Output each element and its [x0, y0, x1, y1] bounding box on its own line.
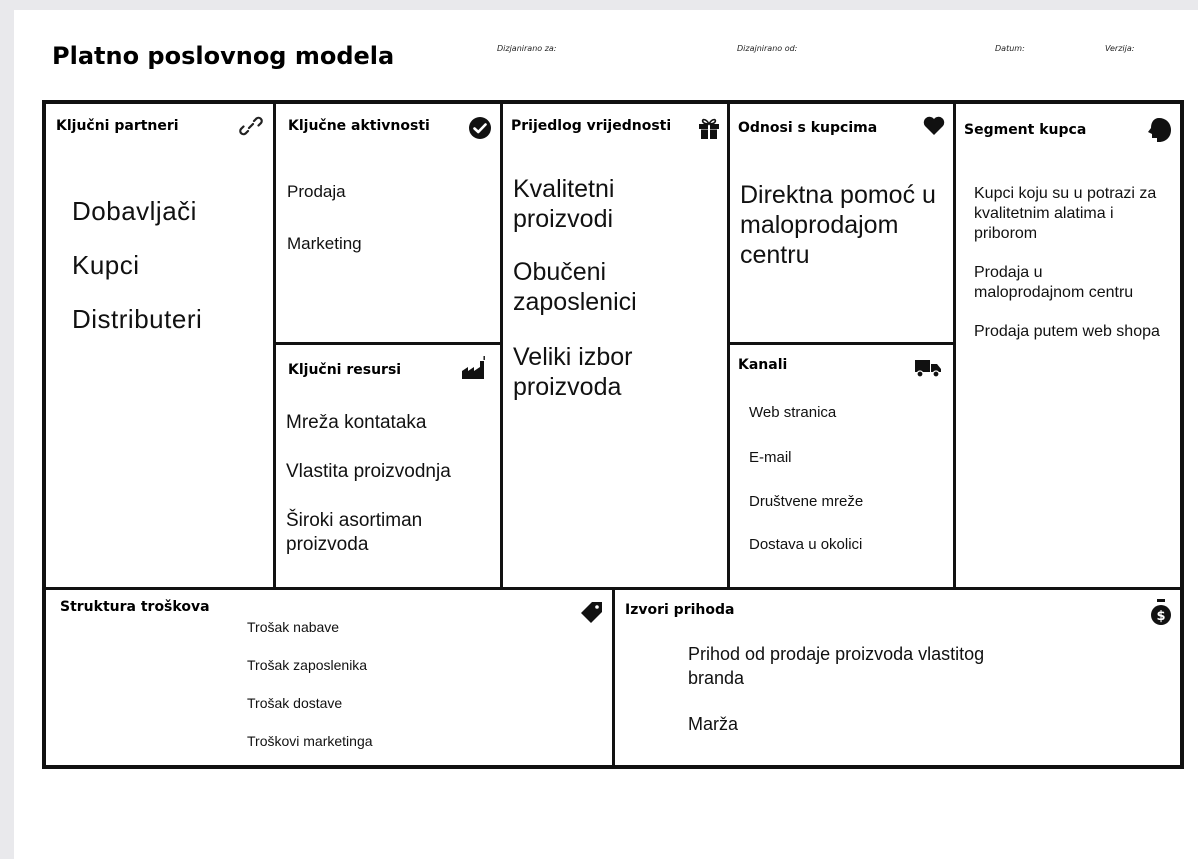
list-item: Vlastita proizvodnja	[286, 461, 451, 482]
list-item: Trošak zaposlenika	[247, 657, 368, 673]
list-item: Troškovi marketinga	[247, 733, 373, 749]
key-partners-header: Ključni partneri	[56, 118, 179, 134]
key-partners-block[interactable]: Ključni partneri Dobavljači Kupci Distri…	[46, 104, 273, 587]
version-field[interactable]: Verzija:	[1102, 42, 1162, 82]
value-proposition-list: Kvalitetni proizvodi Obučeni zaposlenici…	[513, 174, 693, 402]
heart-icon	[922, 114, 946, 138]
customer-relationships-list: Direktna pomoć u maloprodajom centru	[740, 180, 950, 270]
list-item: Kvalitetni proizvodi	[513, 175, 615, 233]
list-item: Obučeni zaposlenici	[513, 258, 637, 316]
list-item: Trošak dostave	[247, 695, 343, 711]
list-item: Marketing	[287, 234, 362, 253]
key-activities-block[interactable]: Ključne aktivnosti Prodaja Marketing	[276, 104, 500, 342]
list-item: Veliki izbor proizvoda	[513, 343, 633, 401]
divider	[273, 104, 276, 587]
list-item: Trošak nabave	[247, 619, 340, 635]
page-title: Platno poslovnog modela	[52, 42, 395, 70]
list-item: Prihod od prodaje proizvoda vlastitog br…	[688, 644, 985, 688]
check-circle-icon	[468, 116, 492, 140]
key-activities-list: Prodaja Marketing	[287, 182, 362, 254]
face-icon	[1146, 116, 1172, 144]
channels-list: Web stranica E-mail Društvene mreže Dost…	[749, 404, 863, 553]
divider	[612, 587, 615, 769]
customer-segments-list: Kupci koju su u potrazi za kvalitetnim a…	[974, 184, 1170, 342]
channels-header: Kanali	[738, 357, 788, 373]
list-item: Društvene mreže	[749, 493, 864, 510]
revenue-streams-header: Izvori prihoda	[625, 602, 735, 618]
list-item: Kupci koju su u potrazi za kvalitetnim a…	[974, 185, 1157, 242]
revenue-streams-block[interactable]: Izvori prihoda $ Prihod od prodaje proiz…	[615, 590, 1180, 769]
key-partners-list: Dobavljači Kupci Distributeri	[72, 196, 202, 335]
factory-icon	[460, 355, 488, 383]
version-label: Verzija:	[1105, 44, 1135, 53]
list-item: Prodaja u maloprodajnom centru	[974, 264, 1134, 301]
divider	[500, 104, 503, 587]
designed-by-label: Dizajnirano od:	[737, 44, 798, 53]
business-model-canvas: Ključni partneri Dobavljači Kupci Distri…	[42, 100, 1184, 769]
value-proposition-header: Prijedlog vrijednosti	[511, 118, 672, 134]
designed-by-field[interactable]: Dizajnirano od:	[734, 42, 984, 82]
designed-for-label: Dizjanirano za:	[497, 44, 557, 53]
list-item: Web stranica	[749, 404, 837, 421]
divider	[273, 342, 503, 345]
svg-text:$: $	[1156, 609, 1165, 624]
tag-icon	[579, 600, 605, 624]
list-item: Marža	[688, 714, 739, 734]
list-item: Dobavljači	[72, 196, 197, 226]
customer-segments-block[interactable]: Segment kupca Kupci koju su u potrazi za…	[956, 104, 1180, 587]
customer-relationships-block[interactable]: Odnosi s kupcima Direktna pomoć u malopr…	[730, 104, 953, 342]
cost-structure-list: Trošak nabave Trošak zaposlenika Trošak …	[247, 619, 373, 749]
money-bag-icon: $	[1149, 598, 1173, 626]
customer-relationships-header: Odnosi s kupcima	[738, 120, 878, 136]
link-icon	[239, 114, 263, 138]
key-resources-list: Mreža kontataka Vlastita proizvodnja Šir…	[286, 411, 486, 557]
designed-for-field[interactable]: Dizjanirano za:	[494, 42, 722, 82]
customer-segments-header: Segment kupca	[964, 122, 1087, 138]
list-item: Distributeri	[72, 304, 203, 334]
cost-structure-block[interactable]: Struktura troškova Trošak nabave Trošak …	[46, 590, 612, 769]
key-activities-header: Ključne aktivnosti	[288, 118, 430, 134]
key-resources-block[interactable]: Ključni resursi Mreža kontataka Vlastita…	[276, 345, 500, 587]
list-item: Dostava u okolici	[749, 536, 863, 553]
list-item: Direktna pomoć u maloprodajom centru	[740, 181, 936, 269]
list-item: Mreža kontataka	[286, 412, 427, 433]
list-item: Prodaja	[287, 182, 346, 201]
channels-block[interactable]: Kanali Web stranica E-mail Društvene mre…	[730, 345, 953, 587]
list-item: Kupci	[72, 250, 140, 280]
divider	[727, 342, 956, 345]
list-item: E-mail	[749, 449, 792, 466]
truck-icon	[914, 355, 942, 379]
key-resources-header: Ključni resursi	[288, 362, 402, 378]
date-label: Datum:	[995, 44, 1025, 53]
divider	[953, 104, 956, 587]
list-item: Prodaja putem web shopa	[974, 323, 1160, 340]
gift-icon	[697, 116, 721, 140]
date-field[interactable]: Datum:	[988, 42, 1098, 82]
cost-structure-header: Struktura troškova	[60, 599, 210, 615]
list-item: Široki asortiman proizvoda	[286, 510, 423, 555]
value-proposition-block[interactable]: Prijedlog vrijednosti Kvalitetni proizvo…	[503, 104, 727, 587]
revenue-streams-list: Prihod od prodaje proizvoda vlastitog br…	[688, 642, 1018, 734]
divider	[727, 104, 730, 587]
